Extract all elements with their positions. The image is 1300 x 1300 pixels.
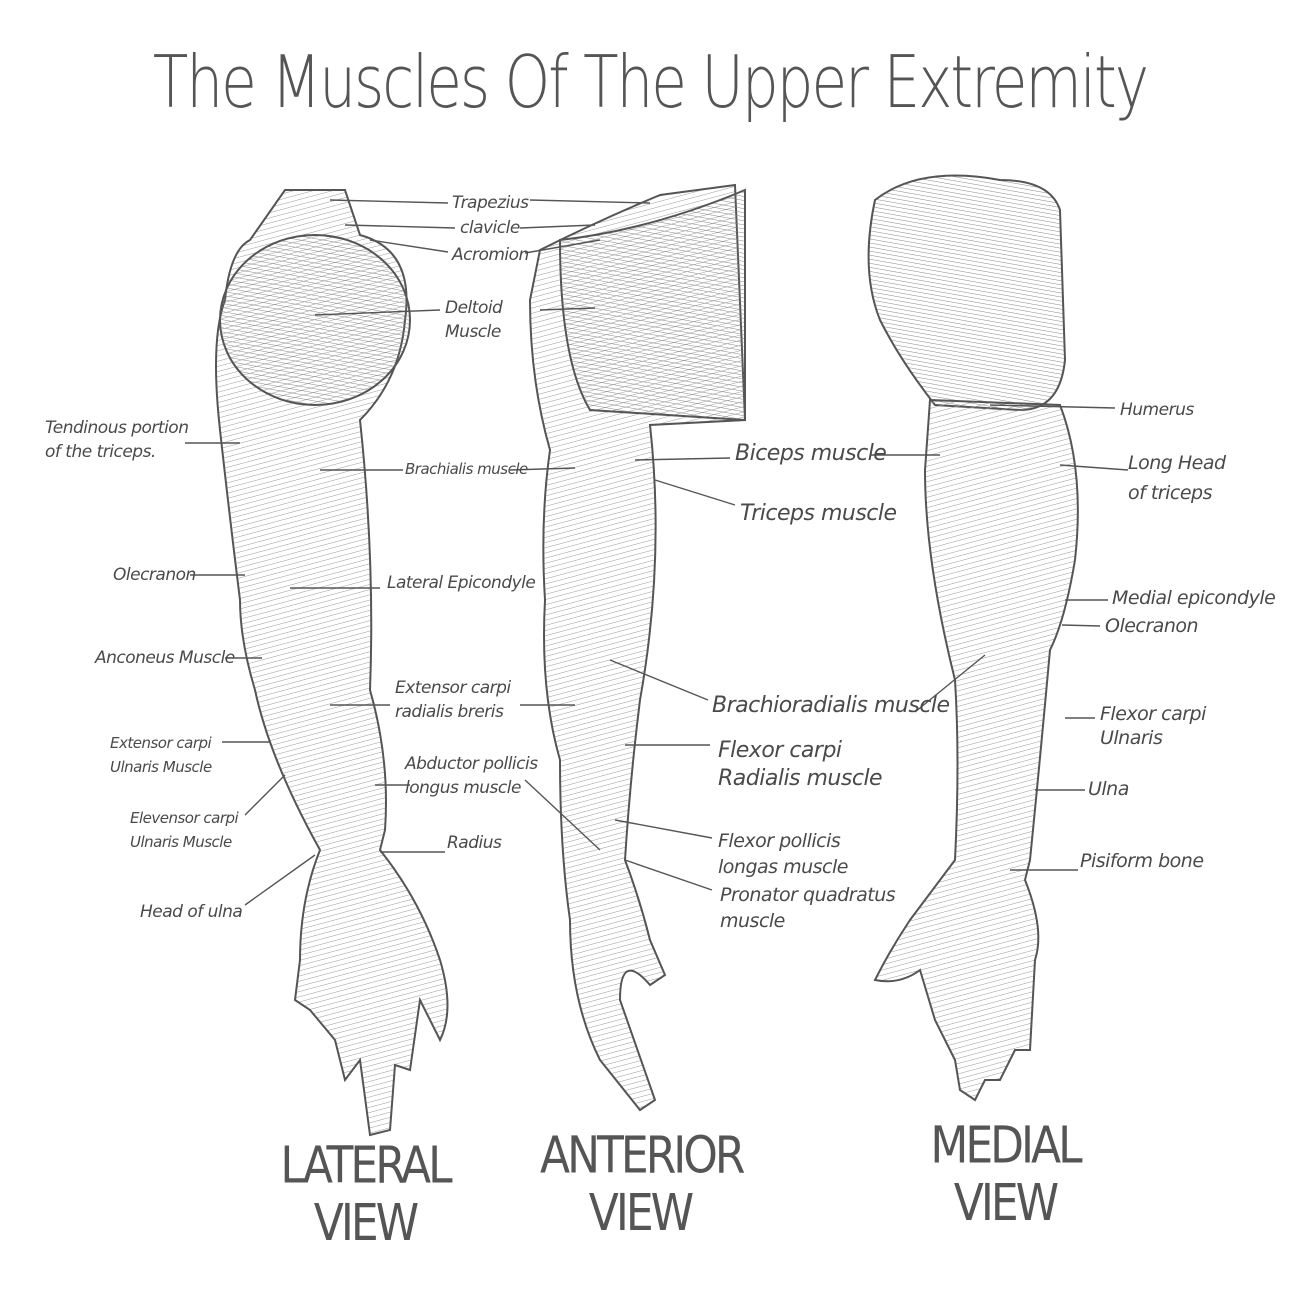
label-anconeus: Anconeus Muscle — [95, 648, 235, 668]
label-ulna: Ulna — [1088, 778, 1129, 800]
label-trapezius: Trapezius — [452, 193, 529, 213]
lateral-view-caption: LATERAL VIEW — [270, 1136, 460, 1253]
lateral-view-line2: VIEW — [313, 1193, 419, 1253]
label-flexor-carpi-radialis: Flexor carpi Radialis muscle — [718, 738, 883, 791]
deltoid-shape — [219, 234, 411, 406]
medial-arm — [873, 398, 1079, 1102]
label-long-head-triceps: Long Head of triceps — [1128, 452, 1226, 504]
medial-view-line2: VIEW — [953, 1173, 1059, 1233]
medial-view-caption: MEDIAL VIEW — [910, 1116, 1100, 1233]
lateral-arm — [215, 189, 449, 1137]
leader-lines — [185, 199, 1129, 906]
anterior-view-line2: VIEW — [588, 1183, 694, 1243]
label-flexor-pollicis: Flexor pollicis longas muscle — [718, 830, 848, 878]
label-olecranon-medial: Olecranon — [1105, 615, 1199, 637]
label-abductor-pollicis: Abductor pollicis longus muscle — [405, 754, 538, 798]
shoulder-shape — [558, 188, 746, 422]
label-brachioradialis: Brachioradialis muscle — [712, 693, 950, 718]
label-extensor-carpi-radialis: Extensor carpi radialis breris — [395, 678, 511, 722]
diagram-title: The Muscles Of The Upper Extremity — [152, 39, 1149, 125]
label-pronator-quadratus: Pronator quadratus muscle — [720, 884, 896, 932]
label-radius: Radius — [447, 833, 502, 853]
lateral-view-line1: LATERAL — [280, 1136, 452, 1195]
medial-upper-shape — [867, 174, 1067, 412]
label-flexor-carpi-ulnaris: Flexor carpi Ulnaris — [1100, 703, 1206, 749]
label-biceps: Biceps muscle — [735, 441, 887, 466]
label-triceps: Triceps muscle — [740, 501, 897, 526]
label-olecranon-lateral: Olecranon — [113, 565, 196, 585]
medial-view-line1: MEDIAL — [930, 1116, 1082, 1175]
label-head-of-ulna: Head of ulna — [140, 902, 243, 922]
label-lateral-epicondyle: Lateral Epicondyle — [387, 573, 536, 593]
label-brachialis: Brachialis muscle — [405, 460, 528, 478]
label-pisiform-bone: Pisiform bone — [1080, 850, 1204, 872]
anterior-view-caption: ANTERIOR VIEW — [540, 1126, 745, 1243]
label-deltoid: Deltoid Muscle — [445, 298, 503, 342]
label-medial-epicondyle: Medial epicondyle — [1112, 587, 1276, 609]
label-elevensor-carpi: Elevensor carpi Ulnaris Muscle — [130, 809, 239, 851]
label-extensor-carpi-ulnaris: Extensor carpi Ulnaris Muscle — [110, 734, 212, 776]
label-humerus: Humerus — [1120, 400, 1194, 420]
anterior-view-line1: ANTERIOR — [540, 1126, 745, 1185]
label-clavicle: clavicle — [460, 218, 520, 238]
label-tendinous-triceps: Tendinous portion of the triceps. — [45, 418, 189, 462]
label-acromion: Acromion — [452, 245, 529, 265]
